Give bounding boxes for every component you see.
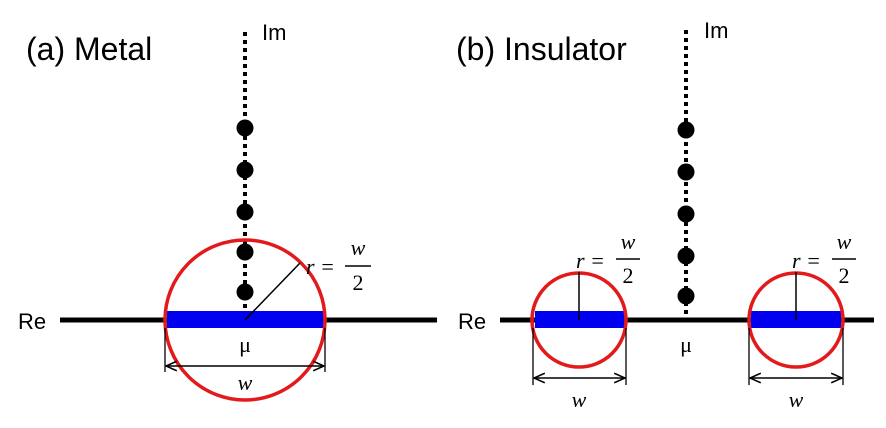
matsubara-point <box>236 283 254 301</box>
radius-label-left: r = w 2 <box>576 229 640 288</box>
matsubara-points <box>236 119 254 301</box>
matsubara-point <box>677 121 695 139</box>
imaginary-axis-label: Im <box>704 18 728 43</box>
contour-circle <box>163 238 327 402</box>
real-axis-label: Re <box>458 309 486 334</box>
radius-lhs: r = <box>792 248 821 273</box>
radius-label-right: r = w 2 <box>792 229 856 288</box>
chemical-potential-label: μ <box>680 332 692 357</box>
panel-metal: (a) Metal Im Re r = w 2 μ <box>18 20 437 402</box>
radius-numerator: w <box>837 229 852 254</box>
radius-denominator: 2 <box>839 263 850 288</box>
matsubara-point <box>236 243 254 261</box>
radius-numerator: w <box>621 229 636 254</box>
radius-lhs: r = <box>306 254 335 279</box>
chemical-potential-label: μ <box>239 332 251 357</box>
matsubara-point <box>236 119 254 137</box>
matsubara-point <box>677 163 695 181</box>
matsubara-point <box>677 287 695 305</box>
radius-denominator: 2 <box>623 263 634 288</box>
panel-title: (a) Metal <box>26 31 152 67</box>
width-label: w <box>238 370 253 395</box>
matsubara-point <box>236 203 254 221</box>
panel-title: (b) Insulator <box>456 31 627 67</box>
radius-numerator: w <box>351 235 366 260</box>
energy-band-left <box>535 311 625 328</box>
panel-insulator: (b) Insulator Im Re r = w 2 w <box>456 18 874 412</box>
radius-label: r = w 2 <box>306 235 371 295</box>
width-label-right: w <box>789 387 804 412</box>
matsubara-points <box>677 121 695 305</box>
width-label-left: w <box>572 387 587 412</box>
imaginary-axis-label: Im <box>262 20 286 45</box>
matsubara-point <box>677 205 695 223</box>
radius-line <box>244 262 301 321</box>
radius-denominator: 2 <box>353 270 364 295</box>
radius-lhs: r = <box>576 248 605 273</box>
matsubara-point <box>677 247 695 265</box>
matsubara-point <box>236 161 254 179</box>
real-axis-label: Re <box>18 309 46 334</box>
